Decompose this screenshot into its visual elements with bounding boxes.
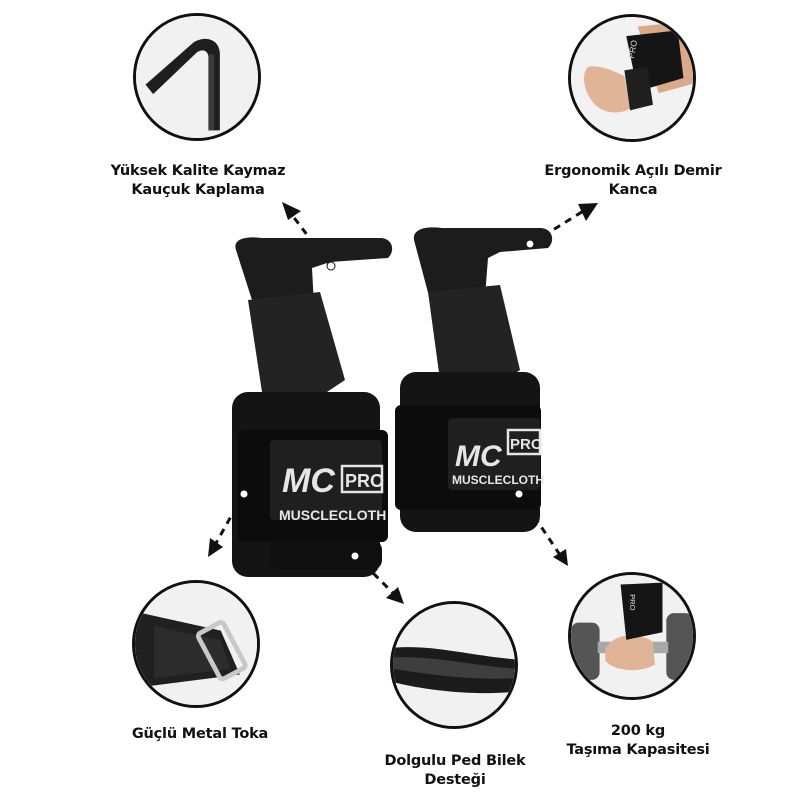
left-wrist-strap: MC PRO MUSCLECLOTH [232, 237, 393, 577]
right-brand-name: MUSCLECLOTH [452, 473, 544, 487]
callout-dot-buckle [239, 489, 249, 499]
caption-rubber-coating: Yüksek Kalite Kaymaz Kauçuk Kaplama [110, 163, 286, 198]
caption-padded-support: Dolgulu Ped Bilek Desteği [384, 753, 526, 788]
right-wrist-strap: MC PRO MUSCLECLOTH [395, 227, 553, 532]
left-brand-badge: PRO [345, 471, 384, 491]
arrow-head-capacity [553, 549, 568, 566]
callout-dot-pad [350, 551, 360, 561]
metal-buckle-icon [135, 583, 257, 705]
ergonomic-hook-inset: PRO [568, 14, 696, 142]
arrow-head-buckle [208, 538, 223, 557]
caption-metal-buckle: Güçlü Metal Toka [131, 726, 269, 742]
padding-closeup-icon [393, 604, 515, 726]
metal-buckle-inset [132, 580, 260, 708]
caption-ergonomic-hook: Ergonomik Açılı Demir Kanca [544, 163, 722, 198]
right-brand-badge: PRO [510, 436, 543, 453]
left-brand-mark: MC [282, 462, 335, 500]
callout-dot-hook [525, 239, 535, 249]
svg-text:PRO: PRO [628, 594, 637, 611]
hook-closeup-icon [136, 16, 258, 138]
svg-text:PRO: PRO [626, 39, 639, 59]
arrow-head-rubber [282, 202, 301, 220]
callout-dot-rubber [326, 261, 336, 271]
dumbbell-grip-icon: PRO [571, 575, 693, 697]
arrow-head-hook [578, 203, 598, 221]
right-brand-mark: MC [455, 440, 503, 473]
padded-support-inset [390, 601, 518, 729]
caption-carry-capacity: 200 kg Taşıma Kapasitesi [566, 723, 710, 758]
rubber-coating-inset [133, 13, 261, 141]
carry-capacity-inset: PRO [568, 572, 696, 700]
callout-dot-capacity [514, 489, 524, 499]
hand-wearing-strap-icon: PRO [571, 17, 693, 139]
arrow-head-pad [386, 587, 404, 604]
left-brand-name: MUSCLECLOTH [279, 507, 386, 523]
